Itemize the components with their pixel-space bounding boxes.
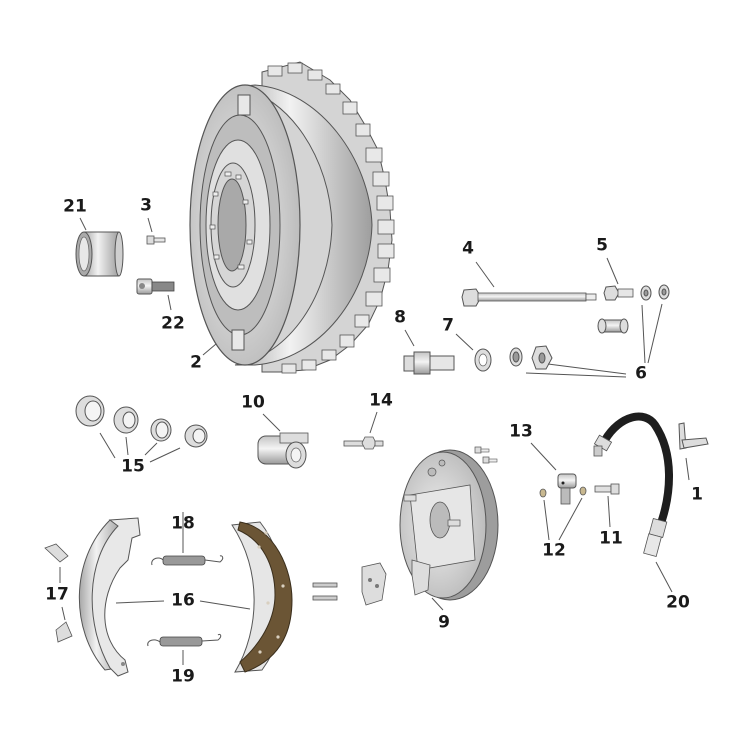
banjo-fitting: [557, 473, 577, 505]
brake-hose: [593, 412, 673, 557]
bushings: [75, 395, 208, 448]
callout-1: 1: [691, 484, 703, 505]
anchor-plate: [361, 562, 387, 606]
callout-19: 19: [171, 666, 195, 687]
callout-11: 11: [599, 528, 623, 549]
callout-13: 13: [509, 421, 533, 442]
callout-6: 6: [635, 363, 647, 384]
leader-lines: [59, 217, 690, 665]
callout-7: 7: [442, 315, 454, 336]
callout-8: 8: [394, 307, 406, 328]
anchor-pins: [312, 582, 338, 601]
callout-10: 10: [241, 392, 265, 413]
callout-17: 17: [45, 584, 69, 605]
brake-shoe-left: [78, 517, 141, 677]
callout-22: 22: [161, 313, 185, 334]
spacer: [474, 348, 492, 372]
callout-15: 15: [121, 456, 145, 477]
brake-drum-sprocket: [189, 61, 395, 374]
callout-20: 20: [666, 592, 690, 613]
callout-5: 5: [596, 235, 608, 256]
callout-14: 14: [369, 390, 393, 411]
bearing-sleeve: [75, 231, 124, 277]
backing-plate: [399, 446, 499, 601]
callout-18: 18: [171, 513, 195, 534]
callout-9: 9: [438, 612, 450, 633]
bleeder-valve: [343, 436, 384, 450]
callout-12: 12: [542, 540, 566, 561]
callout-4: 4: [462, 238, 474, 259]
callout-16: 16: [171, 590, 195, 611]
shoe-guides: [44, 543, 73, 643]
hose-bracket: [678, 422, 709, 450]
axle-bolt: [603, 285, 634, 301]
small-screw: [146, 235, 166, 245]
socket-head-bolt: [136, 278, 175, 295]
brake-shoe-right-with-lining: [231, 521, 293, 673]
nuts-and-washers: [509, 284, 670, 370]
upper-return-spring: [151, 555, 224, 566]
lower-return-spring: [147, 633, 222, 647]
bleeder-bolt: [594, 483, 620, 495]
callout-21: 21: [63, 196, 87, 217]
axle-sleeve: [403, 351, 455, 375]
wheel-cylinder: [257, 432, 309, 469]
crush-washers: [539, 486, 587, 498]
callout-3: 3: [140, 195, 152, 216]
callout-2: 2: [190, 352, 202, 373]
axle: [461, 288, 597, 307]
